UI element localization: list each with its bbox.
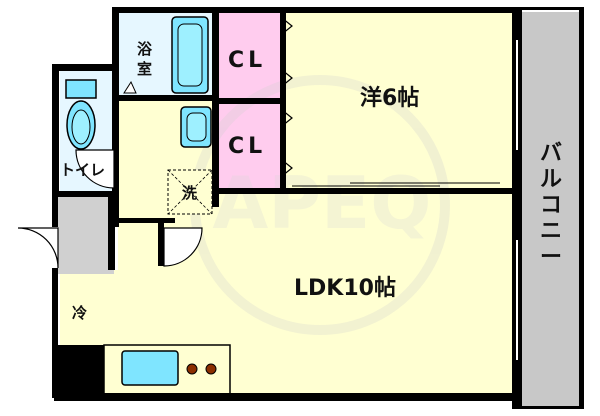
closet-top-door (281, 17, 293, 35)
closet-bottom-door (281, 159, 293, 177)
closet-top (218, 12, 282, 98)
closet-top-label: CL (228, 48, 266, 73)
washer-label: 洗 (182, 184, 197, 202)
balcony-floor (521, 12, 581, 407)
stove-burner-2 (205, 363, 217, 375)
bath-label-1: 浴 (137, 40, 153, 58)
western-room-floor (286, 12, 513, 192)
bath-label-2: 室 (137, 60, 152, 78)
svg-text:ー: ー (540, 245, 562, 270)
toilet-tank (65, 79, 97, 99)
svg-text:コ: コ (540, 193, 562, 218)
walls (52, 7, 584, 409)
entry-door (17, 227, 59, 269)
sliding-partition (292, 182, 500, 187)
toilet-label: トイレ (60, 161, 105, 179)
bath-door-marker (123, 80, 137, 94)
svg-text:バ: バ (540, 141, 562, 166)
entry-floor (58, 196, 114, 274)
toilet-door (75, 149, 115, 189)
kitchen-sink (121, 350, 179, 386)
closet-bottom (218, 103, 282, 193)
closet-bottom-label: CL (228, 134, 266, 159)
stove-burner-1 (186, 363, 198, 375)
washroom-door (163, 227, 203, 267)
balcony-label: バ ル コ ニ ー (540, 141, 562, 270)
fridge-label: 冷 (72, 304, 87, 322)
svg-text:ニ: ニ (540, 219, 562, 244)
svg-text:ル: ル (540, 167, 562, 192)
ldk-label: LDK10帖 (294, 276, 396, 301)
western-room-label: 洋6帖 (360, 85, 419, 111)
doors (17, 17, 293, 269)
watermark-text: APEQ (213, 161, 432, 245)
